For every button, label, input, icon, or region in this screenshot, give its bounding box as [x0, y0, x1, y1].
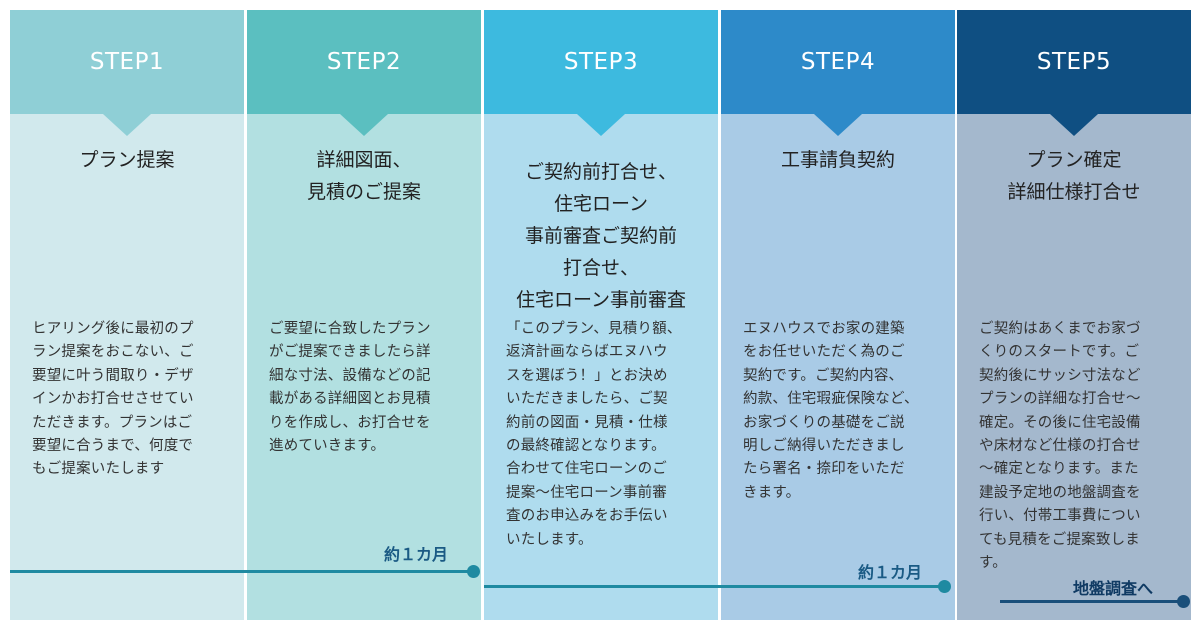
- timeline-dot-3: [1177, 595, 1190, 608]
- step-label: STEP3: [563, 49, 639, 75]
- step-title: 工事請負契約: [780, 149, 895, 171]
- step-header: STEP5: [957, 10, 1191, 114]
- step-description: ご要望に合致したプラン がご提案できましたら詳 細な寸法、設備などの記 載がある…: [269, 321, 431, 455]
- step-body: [721, 114, 955, 620]
- step-column-2: STEP2 詳細図面、 見積のご提案 ご要望に合致したプラン がご提案できました…: [247, 10, 481, 620]
- timeline-label-3: 地盤調査へ: [1073, 579, 1154, 598]
- step-header: STEP2: [247, 10, 481, 114]
- step-title: プラン提案: [79, 149, 175, 171]
- step-description: 「このプラン、見積り額、 返済計画ならばエヌハウ スを選ぼう！」とお決め いただ…: [506, 321, 682, 548]
- step-column-5: STEP5 プラン確定 詳細仕様打合せ ご契約はあくまでお家づ くりのスタートで…: [957, 10, 1191, 620]
- step-body: [10, 114, 244, 620]
- step-title: 詳細図面、 見積のご提案: [306, 149, 421, 203]
- step-body: [484, 114, 718, 620]
- down-arrow-icon: [340, 114, 388, 136]
- timeline-label-1: 約１カ月: [384, 545, 449, 564]
- timeline-dot-1: [467, 565, 480, 578]
- step-body: [957, 114, 1191, 620]
- step-label: STEP4: [800, 49, 876, 75]
- down-arrow-icon: [577, 114, 625, 136]
- timeline-label-2: 約１カ月: [858, 563, 923, 582]
- step-label: STEP1: [89, 49, 165, 75]
- down-arrow-icon: [1050, 114, 1098, 136]
- step-column-3: STEP3 ご契約前打合せ、 住宅ローン 事前審査ご契約前 打合せ、 住宅ローン…: [484, 10, 718, 620]
- step-header: STEP4: [721, 10, 955, 114]
- timeline-dot-2: [938, 580, 951, 593]
- step-label: STEP5: [1036, 49, 1112, 75]
- step-label: STEP2: [326, 49, 402, 75]
- step-header: STEP1: [10, 10, 244, 114]
- timeline-line-2: [484, 585, 944, 588]
- step-description: ご契約はあくまでお家づ くりのスタートです。ご 契約後にサッシ寸法など プランの…: [979, 321, 1141, 572]
- down-arrow-icon: [814, 114, 862, 136]
- step-header: STEP3: [484, 10, 718, 114]
- step-column-1: STEP1 プラン提案 ヒアリング後に最初のプ ラン提案をおこない、ご 要望に叶…: [10, 10, 244, 620]
- step-body: [247, 114, 481, 620]
- timeline-line-1: [10, 570, 474, 573]
- step-column-4: STEP4 工事請負契約 エヌハウスでお家の建築 をお任せいただく為のご 契約で…: [721, 10, 955, 620]
- step-title: プラン確定 詳細仕様打合せ: [1007, 149, 1141, 203]
- step-title: ご契約前打合せ、 住宅ローン 事前審査ご契約前 打合せ、 住宅ローン事前審査: [515, 161, 687, 311]
- down-arrow-icon: [103, 114, 151, 136]
- step-description: ヒアリング後に最初のプ ラン提案をおこない、ご 要望に叶う間取り・デザ インかお…: [32, 321, 194, 478]
- timeline-line-3: [1000, 600, 1184, 603]
- step-description: エヌハウスでお家の建築 をお任せいただく為のご 契約です。ご契約内容、 約款、住…: [743, 321, 919, 501]
